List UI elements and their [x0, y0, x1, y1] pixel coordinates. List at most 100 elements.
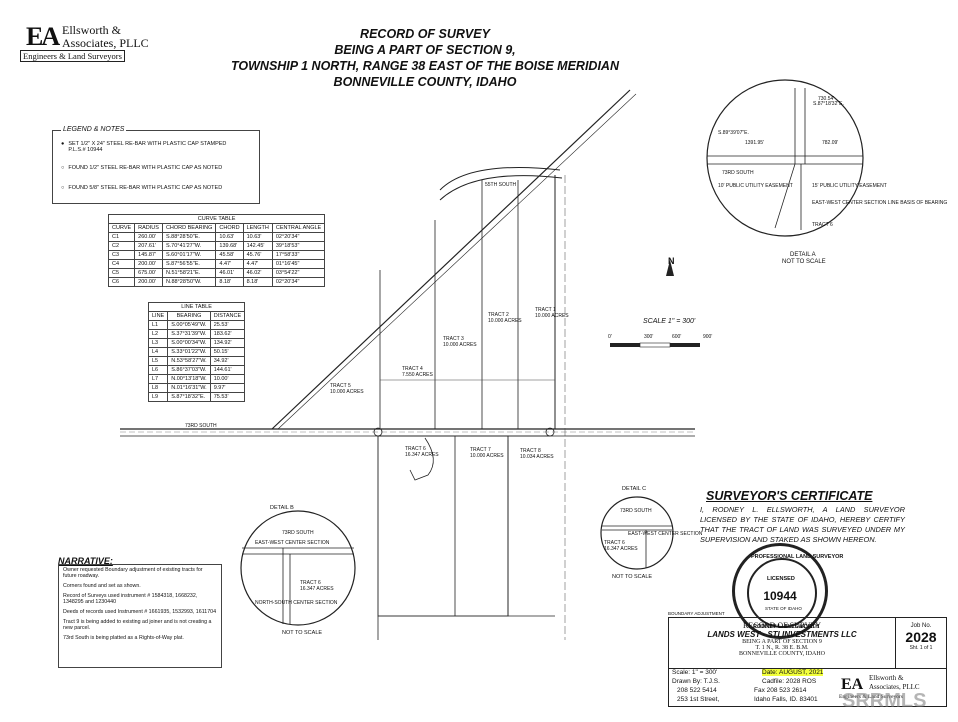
line-table-cell: L9: [147, 392, 169, 402]
detail-a-label: 782.09': [822, 140, 839, 146]
seal-number: 10944: [763, 589, 797, 603]
seal-top-text: PROFESSIONAL LAND SURVEYOR: [751, 554, 844, 560]
title-line-2: BEING A PART OF SECTION 9,: [334, 43, 516, 57]
legend-item: ○ FOUND 1/2" STEEL RE-BAR WITH PLASTIC C…: [61, 165, 238, 171]
firm-logo: EA Ellsworth & Associates, PLLC Engineer…: [20, 20, 160, 62]
tb-heading: RECORD OF SURVEY: [742, 621, 822, 630]
seal-inner-ring: [747, 558, 817, 628]
legend-text: FOUND 1/2" STEEL RE-BAR WITH PLASTIC CAP…: [68, 165, 223, 171]
detail-a-drawing: [706, 79, 864, 237]
detail-a-label: 730.54': [818, 96, 835, 102]
north-arrow-label: N: [668, 256, 675, 266]
narrative-paragraph: Tract 9 is being added to existing ad jo…: [63, 619, 212, 631]
tb-client: LANDS WEST - STI INVESTMENTS LLC: [707, 630, 857, 639]
legend-item: ○ FOUND 5/8" STEEL RE-BAR WITH PLASTIC C…: [61, 185, 238, 191]
title-block: RECORD OF SURVEY LANDS WEST - STI INVEST…: [668, 617, 947, 707]
north-arrow-icon: [666, 260, 674, 276]
curve-table-cell: 8.18': [242, 277, 273, 287]
line-table-cell: 75.53': [209, 392, 246, 402]
title-line-4: BONNEVILLE COUNTY, IDAHO: [333, 75, 517, 89]
detail-c-road: 73RD SOUTH: [620, 508, 652, 514]
job-number-box: Job No. 2028 Sht. 1 of 1: [896, 618, 946, 669]
detail-a-label: EAST-WEST CENTER SECTION LINE BASIS OF B…: [812, 200, 948, 206]
tb-street: 253 1st Street,: [677, 696, 720, 703]
found-rebar-icon: ○: [61, 185, 65, 191]
certificate-text: I, RODNEY L. ELLSWORTH, A LAND SURVEYOR …: [700, 505, 905, 544]
detail-b-road: 73RD SOUTH: [282, 530, 314, 536]
narrative-paragraph: 73rd South is being platted as a Rights-…: [63, 635, 184, 641]
narrative-paragraph: Owner requested Boundary adjustment of e…: [63, 567, 203, 579]
title-line-1: RECORD OF SURVEY: [360, 27, 490, 41]
firm-name-line2: Associates, PLLC: [62, 36, 149, 50]
title-line-3: TOWNSHIP 1 NORTH, RANGE 38 EAST OF THE B…: [230, 59, 619, 73]
tb-phone: 208 522 5414: [677, 687, 717, 694]
detail-a-road: 73RD SOUTH: [722, 170, 754, 176]
corner-marker: [545, 427, 555, 437]
south-tract-boundary: [377, 435, 509, 617]
set-rebar-icon: ●: [61, 141, 65, 147]
watermark: SRRMLS: [842, 690, 927, 712]
tb-fax: Fax 208 523 2614: [754, 687, 807, 694]
scale-tick: 0': [608, 334, 612, 340]
surveyor-seal: PROFESSIONAL LAND SURVEYOR LICENSED 1094…: [732, 543, 843, 639]
legend-text: FOUND 5/8" STEEL RE-BAR WITH PLASTIC CAP…: [68, 185, 223, 191]
certificate-title: SURVEYOR'S CERTIFICATE: [706, 489, 873, 503]
detail-a-label: 10' PUBLIC UTILITY EASEMENT: [718, 183, 793, 189]
legend-item: ● SET 1/2" X 24" STEEL RE-BAR WITH PLAST…: [61, 141, 238, 153]
seal-state: STATE OF IDAHO: [765, 606, 802, 611]
detail-a-label: TRACT 6: [812, 222, 833, 228]
road-label: 73RD SOUTH: [185, 423, 217, 429]
narrative-title: NARRATIVE:: [58, 556, 113, 566]
scale-tick: 300': [644, 334, 654, 340]
tract-curve: [409, 437, 434, 481]
logo-mark: EA: [26, 22, 60, 51]
legend-text: SET 1/2" X 24" STEEL RE-BAR WITH PLASTIC…: [68, 141, 227, 153]
detail-b-subtitle: NOT TO SCALE: [282, 630, 323, 636]
detail-a-label: S.87°18'32"E.: [813, 101, 844, 107]
tb-city: Idaho Falls, ID. 83401: [754, 696, 818, 703]
detail-a-title: DETAIL A: [790, 252, 816, 258]
detail-c-title: DETAIL C: [622, 486, 647, 492]
firm-subtitle: Engineers & Land Surveyors: [20, 50, 125, 62]
detail-a-label: S.89°39'07"E.: [718, 130, 749, 136]
narrative-paragraph: Corners found and set as shown.: [63, 583, 141, 589]
job-label: Job No.: [910, 623, 932, 629]
canal-line: [277, 93, 637, 430]
corner-marker: [373, 427, 383, 437]
tb-line1: BEING A PART OF SECTION 9: [742, 639, 822, 645]
narrative-box: Owner requested Boundary adjustment of e…: [58, 564, 222, 668]
narrative-paragraph: Record of Surveys used instrument # 1584…: [63, 593, 198, 605]
boundary-adjustment-note: BOUNDARY ADJUSTMENT: [668, 611, 725, 616]
detail-c-subtitle: NOT TO SCALE: [612, 574, 653, 580]
road-label: 55TH SOUTH: [485, 182, 517, 188]
detail-b-title: DETAIL B: [270, 505, 294, 511]
job-number: 2028: [905, 629, 937, 645]
detail-c-drawing: [600, 496, 674, 570]
narrative-paragraph: Deeds of records used Instrument # 16619…: [63, 609, 217, 615]
north-road: [439, 167, 561, 191]
curve-table-cell: N.88°28'50"W.: [161, 277, 217, 287]
tb-logo-mark: EA: [841, 676, 864, 693]
tb-scale: Scale: 1" = 300': [672, 669, 718, 676]
survey-title: RECORD OF SURVEY BEING A PART OF SECTION…: [180, 26, 670, 90]
detail-c-label: EAST-WEST CENTER SECTION: [628, 531, 703, 537]
tb-line2: T. 1 N., R. 38 E. B.M.: [755, 645, 809, 651]
scale-tick: 600': [672, 334, 682, 340]
curve-table-cell: 02°20'34": [271, 277, 326, 287]
tb-line3: BONNEVILLE COUNTY, IDAHO: [738, 651, 826, 657]
